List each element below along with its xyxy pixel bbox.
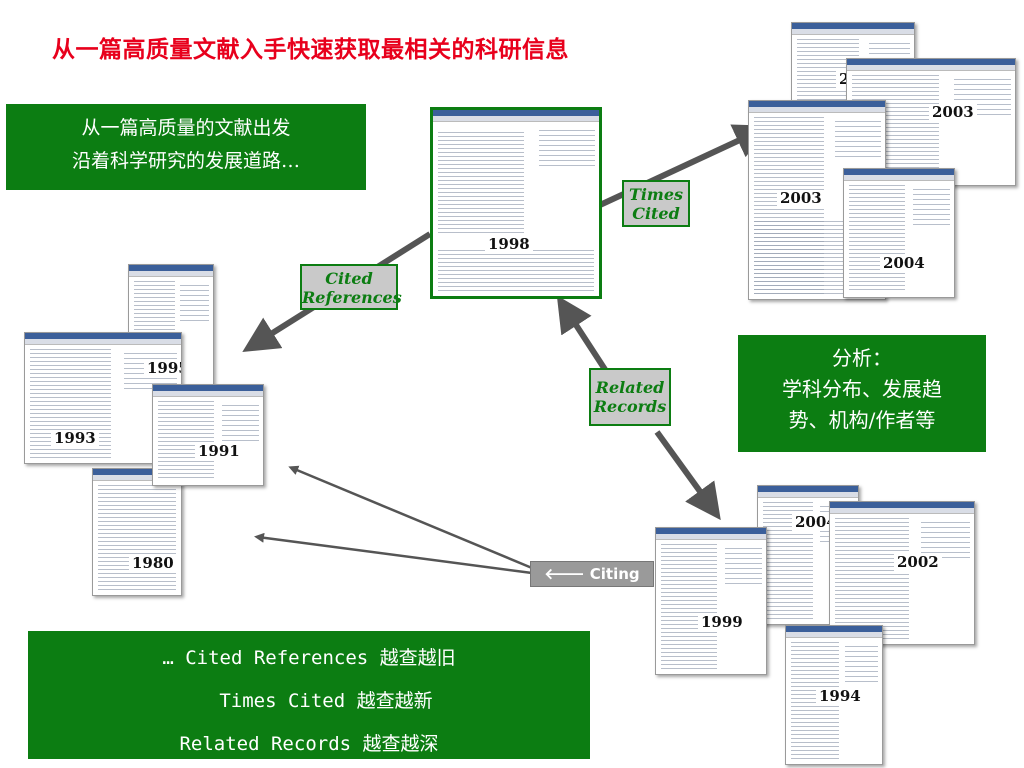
year-badge-related-c: 1999 bbox=[698, 614, 746, 631]
year-badge-related-d: 1994 bbox=[816, 688, 864, 705]
related-records-label-line-1: Related bbox=[595, 378, 665, 397]
analysis-line-3: 势、机构/作者等 bbox=[788, 408, 936, 432]
times-cited-label-line-1: Times bbox=[628, 185, 684, 204]
related-record-d[interactable]: 1994 bbox=[785, 625, 883, 765]
analysis-box: 分析： 学科分布、发展趋 势、机构/作者等 bbox=[738, 335, 986, 452]
cited-references-label-line-2: References bbox=[302, 288, 402, 307]
year-badge-times-cited-b: 2003 bbox=[929, 104, 977, 121]
year-badge-cited-ref-a: 1995 bbox=[144, 360, 181, 377]
main-record-screenshot[interactable]: 1998 bbox=[430, 107, 602, 299]
year-badge-related-a: 2004 bbox=[792, 514, 840, 531]
intro-line-2: 沿着科学研究的发展道路… bbox=[71, 150, 300, 172]
times-cited-label-line-2: Cited bbox=[632, 204, 680, 223]
cited-references-label: Cited References bbox=[300, 264, 402, 310]
analysis-line-1: 分析： bbox=[832, 346, 892, 370]
citing-label: 🡐 Citing 🡐 bbox=[530, 561, 654, 608]
year-badge-times-cited-d: 2004 bbox=[880, 255, 928, 272]
year-badge-related-b: 2002 bbox=[894, 554, 942, 571]
intro-box: 从一篇高质量的文献出发 沿着科学研究的发展道路… bbox=[6, 104, 366, 190]
year-badge-cited-ref-b: 1993 bbox=[51, 430, 99, 447]
analysis-line-2: 学科分布、发展趋 bbox=[782, 377, 942, 401]
summary-box: … Cited References 越查越旧 Times Cited 越查越新… bbox=[28, 631, 590, 759]
cited-references-label-line-1: Cited bbox=[325, 269, 373, 288]
summary-line-2: Times Cited 越查越新 bbox=[219, 690, 433, 712]
year-badge-cited-ref-d: 1980 bbox=[129, 555, 177, 572]
summary-line-1: … Cited References 越查越旧 bbox=[162, 647, 456, 669]
citing-arrow-upper bbox=[288, 465, 533, 570]
summary-line-3: Related Records 越查越深 bbox=[179, 733, 439, 755]
intro-line-1: 从一篇高质量的文献出发 bbox=[81, 117, 291, 139]
citing-arrow-lower bbox=[254, 532, 533, 575]
related-records-arrow bbox=[556, 295, 609, 373]
related-records-arrow-down bbox=[654, 430, 721, 521]
page-title: 从一篇高质量文献入手快速获取最相关的科研信息 bbox=[52, 37, 569, 63]
cited-reference-record-c[interactable]: 1991 bbox=[152, 384, 264, 486]
cited-reference-record-d[interactable]: 1980 bbox=[92, 468, 182, 596]
related-record-c[interactable]: 1999 bbox=[655, 527, 767, 675]
related-records-label-line-2: Records bbox=[593, 397, 667, 416]
related-record-b[interactable]: 2002 bbox=[829, 501, 975, 645]
year-badge-main: 1998 bbox=[485, 236, 533, 253]
year-badge-times-cited-c: 2003 bbox=[777, 190, 825, 207]
times-cited-record-d[interactable]: 2004 bbox=[843, 168, 955, 298]
related-records-label: Related Records bbox=[589, 368, 671, 426]
times-cited-label: Times Cited bbox=[622, 180, 690, 227]
year-badge-cited-ref-c: 1991 bbox=[195, 443, 243, 460]
